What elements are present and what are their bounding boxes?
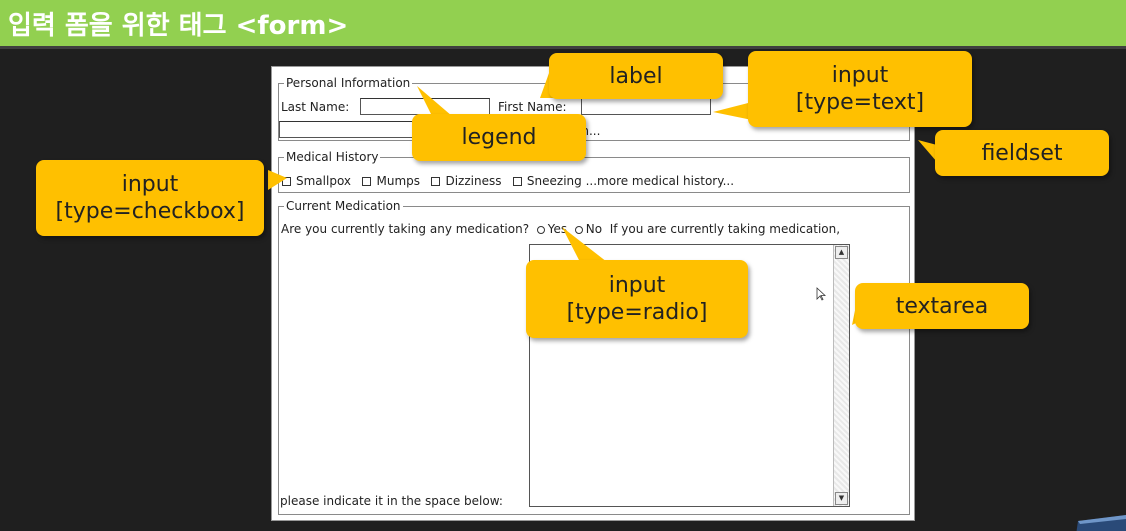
medication-prompt-bottom: please indicate it in the space below: <box>280 494 503 508</box>
radio-yes-label: Yes <box>547 222 568 236</box>
radio-pointer <box>562 227 607 262</box>
title-divider <box>0 46 1126 49</box>
callout-input-radio: input [type=radio] <box>526 260 748 338</box>
callout-input-checkbox-line2: [type=checkbox] <box>55 199 245 224</box>
slide-title-bar: 입력 폼을 위한 태그 <form> <box>0 0 1126 46</box>
callout-textarea: textarea <box>855 283 1029 329</box>
callout-textarea-text: textarea <box>895 293 989 319</box>
callout-input-text-line1: input <box>831 63 889 88</box>
mouse-cursor-icon <box>816 287 826 301</box>
checkbox-label: Mumps <box>376 174 421 188</box>
legend-pointer <box>417 86 452 116</box>
callout-fieldset: fieldset <box>935 130 1109 176</box>
checkbox-label: Smallpox <box>296 174 352 188</box>
checkbox-pointer <box>268 170 287 190</box>
radio-yes[interactable] <box>536 225 545 234</box>
checkbox-mumps[interactable] <box>362 177 372 186</box>
legend-current-medication: Current Medication <box>284 198 403 214</box>
checkbox-label: Sneezing <box>526 174 582 188</box>
callout-label: label <box>549 53 723 99</box>
medication-prompt-tail: If you are currently taking medication, <box>609 222 841 236</box>
legend-personal-information: Personal Information <box>284 75 413 91</box>
medical-history-row: Smallpox Mumps Dizziness Sneezing ...mor… <box>282 173 734 189</box>
checkbox-label: Dizziness <box>445 174 502 188</box>
callout-input-radio-line1: input <box>608 273 666 298</box>
callout-input-text-line2: [type=text] <box>795 90 925 115</box>
callout-legend: legend <box>412 114 586 161</box>
callout-input-radio-line2: [type=radio] <box>566 300 708 325</box>
medication-question-row: Are you currently taking any medication?… <box>281 221 840 237</box>
scroll-up-arrow-icon[interactable]: ▲ <box>835 246 848 259</box>
callout-input-checkbox-line1: input <box>121 172 179 197</box>
checkbox-smallpox[interactable] <box>282 177 291 186</box>
fieldset-pointer <box>918 140 937 162</box>
scroll-down-arrow-icon[interactable]: ▼ <box>835 492 848 505</box>
first-name-label: First Name: <box>498 100 567 114</box>
fieldset-current-medication: Current Medication <box>278 198 910 515</box>
callout-input-checkbox: input [type=checkbox] <box>36 160 264 236</box>
medication-question: Are you currently taking any medication? <box>281 222 530 236</box>
callout-legend-text: legend <box>461 125 537 150</box>
radio-no-label: No <box>585 222 603 236</box>
legend-medical-history: Medical History <box>284 149 381 165</box>
last-name-label: Last Name: <box>281 100 350 114</box>
input-text-pointer <box>713 102 752 120</box>
checkbox-dizziness[interactable] <box>431 177 441 186</box>
corner-decoration <box>1076 515 1126 531</box>
checkbox-sneezing[interactable] <box>512 177 522 186</box>
radio-no[interactable] <box>574 225 583 234</box>
callout-label-text: label <box>609 63 663 89</box>
more-medical-history-text: ...more medical history... <box>585 174 735 188</box>
callout-input-text: input [type=text] <box>748 51 972 127</box>
textarea-scrollbar[interactable]: ▲ ▼ <box>833 245 849 506</box>
callout-fieldset-text: fieldset <box>981 140 1063 166</box>
slide-title: 입력 폼을 위한 태그 <form> <box>8 11 349 41</box>
